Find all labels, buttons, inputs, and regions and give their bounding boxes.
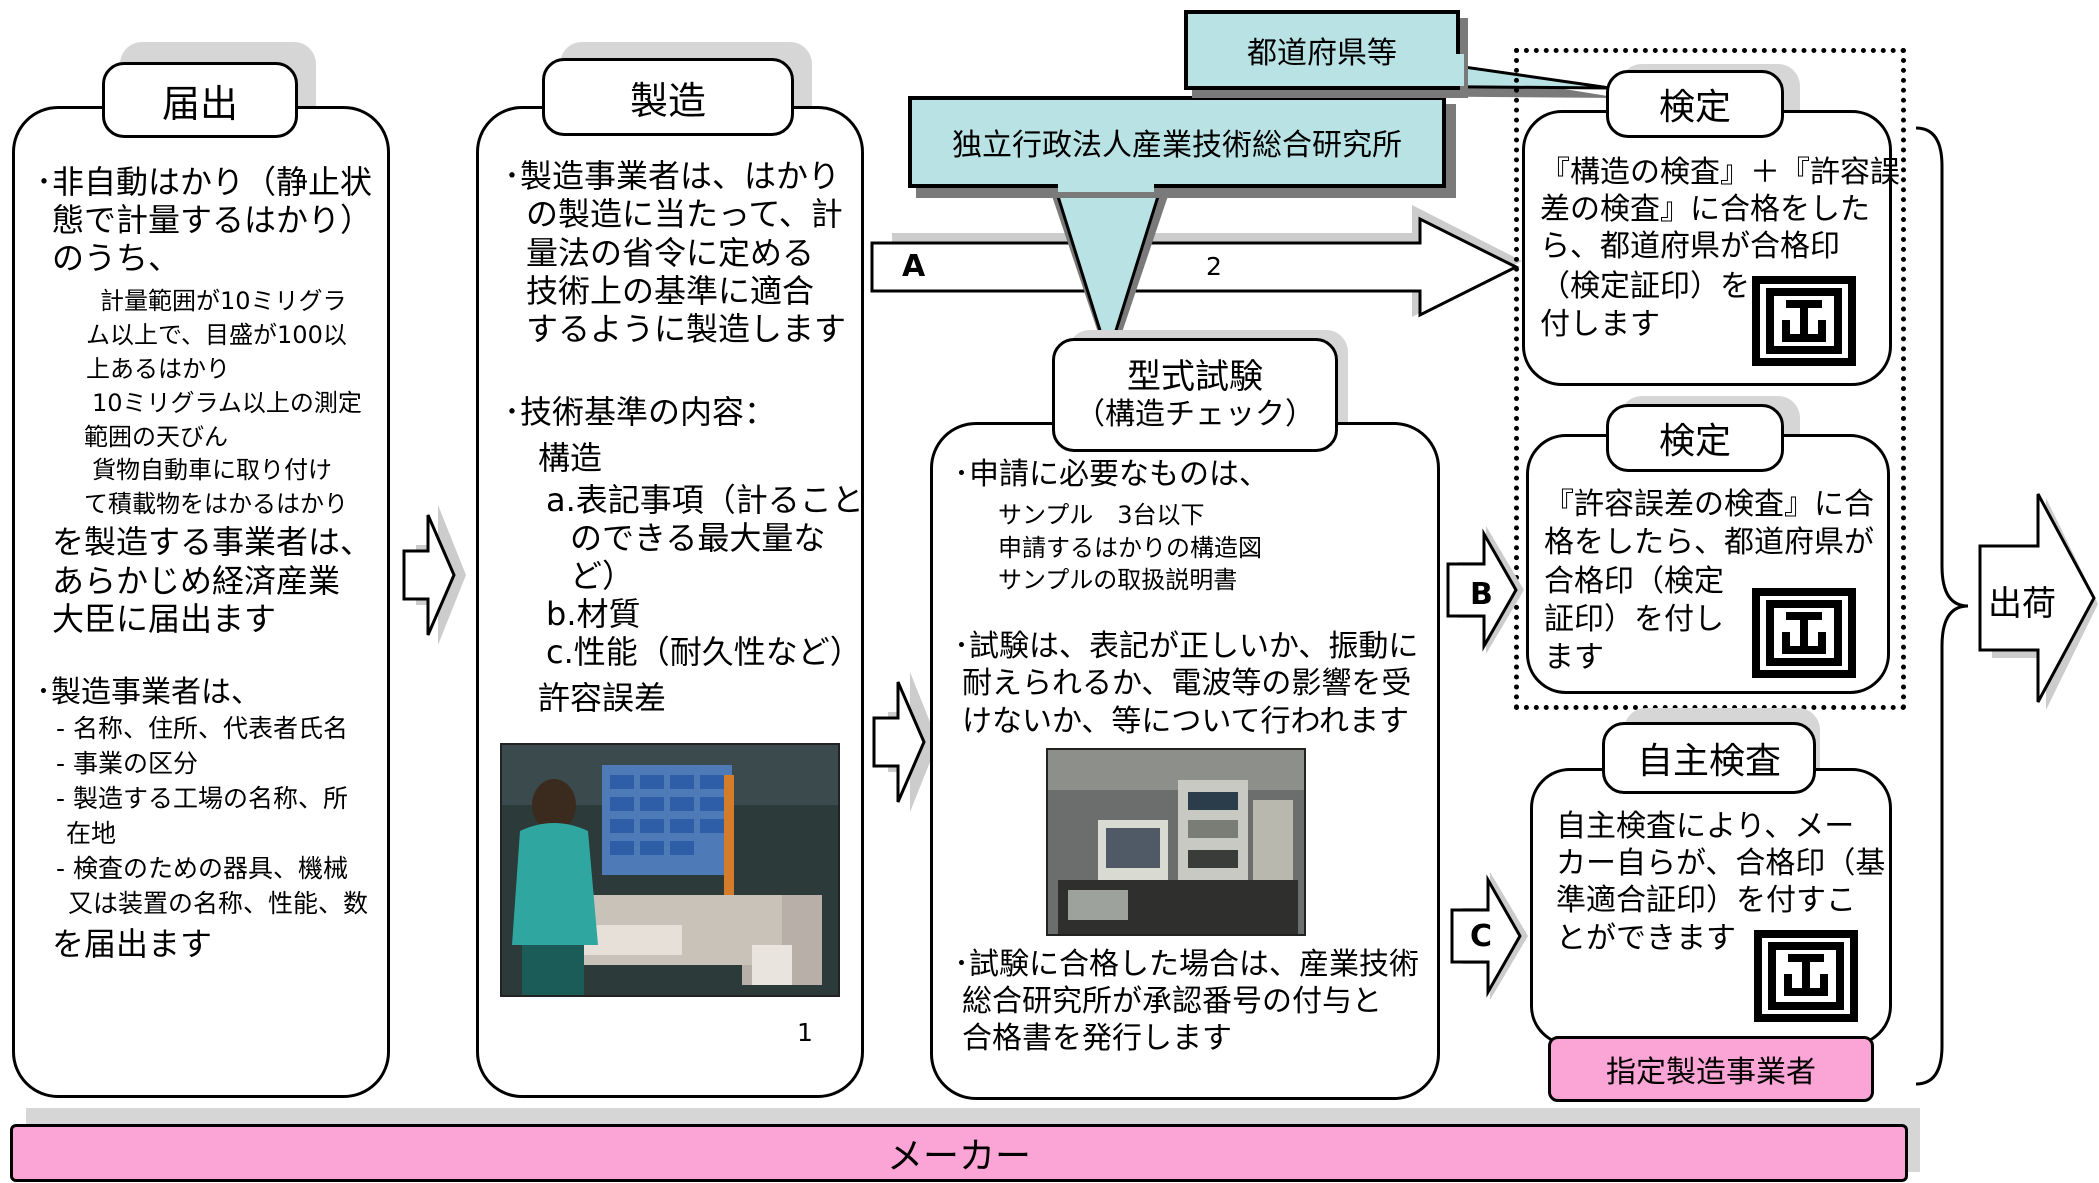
self-inspection-title: 自主検査 bbox=[1602, 722, 1816, 794]
notification-line: 範囲の天びん bbox=[84, 423, 228, 451]
type-test-title-tab: 型式試験 （構造チェック） bbox=[1052, 338, 1338, 452]
inspection-2-line: 『許容誤差の検査』に合 bbox=[1544, 487, 1874, 522]
route-b-arrow bbox=[1446, 526, 1524, 654]
type-test-line: 耐えられるか、電波等の影響を受 bbox=[962, 666, 1412, 701]
notification-line: ･製造事業者は、 bbox=[36, 675, 261, 710]
maker-bar: メーカー bbox=[10, 1124, 1908, 1182]
prefecture-group-frame bbox=[1514, 48, 1906, 710]
notification-line: を製造する事業者は、 bbox=[52, 523, 373, 561]
notification-line: ム以上で、目盛が100以 bbox=[86, 321, 347, 349]
notification-title: 届出 bbox=[102, 62, 298, 138]
type-test-line: サンプル 3台以下 bbox=[998, 501, 1205, 529]
prefecture-label: 都道府県等 bbox=[1247, 36, 1397, 71]
inspection-1-line: 『構造の検査』＋『許容誤 bbox=[1540, 155, 1900, 190]
notification-line: - 製造する工場の名称、所 bbox=[56, 784, 348, 813]
type-test-line: ･試験は、表記が正しいか、振動に bbox=[954, 629, 1419, 664]
test-lab-photo bbox=[1046, 748, 1306, 936]
type-test-line: 総合研究所が承認番号の付与と bbox=[962, 984, 1382, 1019]
verification-seal-icon bbox=[1752, 276, 1856, 366]
shipment-label: 出荷 bbox=[1988, 584, 2056, 624]
notification-line: 上あるはかり bbox=[86, 355, 230, 383]
inspection-1-line: ら、都道府県が合格印 bbox=[1540, 229, 1840, 264]
notification-line: を届出ます bbox=[52, 925, 213, 963]
self-inspection-line: 自主検査により、メー bbox=[1556, 809, 1855, 844]
inspection-2-title: 検定 bbox=[1606, 404, 1784, 472]
flow-arrow-right bbox=[402, 505, 466, 645]
notification-line: 在地 bbox=[66, 819, 117, 848]
notification-line: ･非自動はかり（静止状 bbox=[36, 163, 373, 201]
self-inspection-line: とができます bbox=[1556, 921, 1736, 956]
type-test-line: 合格書を発行します bbox=[962, 1021, 1232, 1056]
notification-line: 又は装置の名称、性能、数 bbox=[68, 889, 369, 918]
inspection-2-box bbox=[1526, 434, 1890, 694]
designated-manufacturer-tag: 指定製造事業者 bbox=[1548, 1036, 1874, 1102]
inspection-2-line: ます bbox=[1544, 640, 1604, 675]
notification-line: 態で計量するはかり） bbox=[52, 201, 373, 239]
route-b-label: B bbox=[1470, 577, 1493, 612]
notification-line: 大臣に届出ます bbox=[52, 600, 277, 638]
type-test-line: けないか、等について行われます bbox=[962, 704, 1409, 739]
notification-line: 10ミリグラム以上の測定 bbox=[92, 389, 362, 417]
notification-line: - 検査のための器具、機械 bbox=[56, 854, 348, 883]
flow-arrow-right bbox=[872, 672, 938, 812]
manufacturing-line: 許容誤差 bbox=[538, 679, 667, 717]
aist-callout: 独立行政法人産業技術総合研究所 bbox=[908, 96, 1446, 188]
manufacturing-line: 構造 bbox=[538, 439, 603, 477]
route-c-label: C bbox=[1470, 919, 1493, 954]
verification-seal-icon bbox=[1752, 588, 1856, 678]
designated-manufacturer-label: 指定製造事業者 bbox=[1606, 1055, 1816, 1090]
manufacturing-line: 技術上の基準に適合 bbox=[526, 272, 815, 310]
notification-line: - 事業の区分 bbox=[56, 749, 198, 778]
factory-worker-photo bbox=[500, 743, 840, 997]
manufacturing-line: b.材質 bbox=[546, 595, 641, 633]
manufacturing-line: ･技術基準の内容： bbox=[504, 393, 777, 431]
shipment-arrow bbox=[1978, 493, 2098, 710]
manufacturing-line: の製造に当たって、計 bbox=[526, 195, 843, 233]
inspection-1-line: 付します bbox=[1540, 307, 1660, 342]
manufacturing-line: a.表記事項（計ること bbox=[546, 481, 864, 519]
notification-line: て積載物をはかるはかり bbox=[84, 490, 348, 518]
figure-number: 1 bbox=[797, 1018, 813, 1047]
manufacturing-line: 量法の省令に定める bbox=[526, 234, 815, 272]
route-a-note: 2 bbox=[1206, 252, 1222, 281]
inspection-1-title: 検定 bbox=[1606, 70, 1784, 138]
manufacturing-line: ど） bbox=[570, 557, 635, 595]
inspection-2-line: 証印）を付し bbox=[1544, 602, 1724, 637]
route-c-arrow bbox=[1450, 872, 1528, 1000]
notification-box bbox=[12, 106, 390, 1098]
self-inspection-line: 準適合証印）を付すこ bbox=[1556, 883, 1856, 918]
notification-line: - 名称、住所、代表者氏名 bbox=[56, 714, 348, 743]
conformity-seal-icon bbox=[1754, 930, 1858, 1022]
notification-line: 貨物自動車に取り付け bbox=[92, 456, 332, 484]
maker-label: メーカー bbox=[886, 1136, 1031, 1177]
manufacturing-line: のできる最大量な bbox=[570, 519, 826, 557]
route-a-label: A bbox=[902, 249, 926, 284]
manufacturing-line: ･製造事業者は、はかり bbox=[504, 157, 841, 195]
type-test-title: 型式試験 bbox=[1127, 356, 1263, 397]
notification-line: あらかじめ経済産業 bbox=[52, 562, 341, 600]
type-test-line: ･申請に必要なものは、 bbox=[954, 457, 1269, 492]
manufacturing-line: するように製造します bbox=[526, 310, 847, 348]
prefecture-callout: 都道府県等 bbox=[1184, 10, 1460, 90]
right-brace bbox=[1915, 126, 1969, 1086]
type-test-line: ･試験に合格した場合は、産業技術 bbox=[954, 947, 1419, 982]
route-a-arrow bbox=[870, 205, 1522, 318]
manufacturing-line: c.性能（耐久性など） bbox=[546, 633, 862, 671]
inspection-2-line: 合格印（検定 bbox=[1544, 564, 1724, 599]
inspection-2-line: 格をしたら、都道府県が bbox=[1544, 525, 1874, 560]
aist-label: 独立行政法人産業技術総合研究所 bbox=[952, 128, 1402, 163]
self-inspection-line: カー自らが、合格印（基 bbox=[1556, 846, 1886, 881]
type-test-line: 申請するはかりの構造図 bbox=[998, 534, 1262, 562]
notification-line: のうち、 bbox=[52, 239, 181, 277]
manufacturing-title: 製造 bbox=[542, 58, 794, 136]
inspection-1-box bbox=[1522, 110, 1892, 386]
inspection-1-line: （検定証印）を bbox=[1540, 269, 1750, 304]
inspection-1-line: 差の検査』に合格をした bbox=[1540, 192, 1870, 227]
type-test-subtitle: （構造チェック） bbox=[1075, 397, 1315, 433]
notification-line: 計量範囲が10ミリグラ bbox=[100, 287, 347, 315]
type-test-line: サンプルの取扱説明書 bbox=[998, 566, 1238, 594]
